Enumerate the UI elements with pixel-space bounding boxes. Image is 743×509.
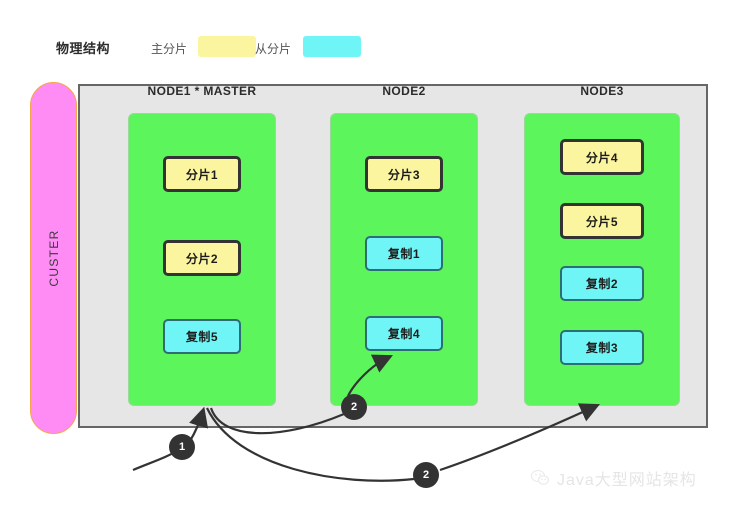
watermark: Java大型网站架构	[530, 466, 697, 490]
wechat-icon	[530, 469, 550, 485]
legend-label-replica-shard: 从分片	[255, 42, 292, 56]
watermark-text: Java大型网站架构	[557, 472, 697, 489]
replica-box-fuzhi2[interactable]: 复制2	[560, 266, 644, 301]
callout-badge-2a[interactable]: 2	[341, 394, 367, 420]
legend-title: 物理结构	[56, 41, 111, 56]
shard-box-fenpian3[interactable]: 分片3	[365, 156, 443, 192]
replica-box-fuzhi3[interactable]: 复制3	[560, 330, 644, 365]
legend-swatch-replica-shard	[303, 36, 361, 57]
node-3-title: NODE3	[580, 84, 624, 98]
node-2-body: 分片3 复制1 复制4	[330, 113, 478, 406]
cluster-container: CUSTER	[30, 82, 77, 434]
replica-box-fuzhi4[interactable]: 复制4	[365, 316, 443, 351]
replica-box-fuzhi1[interactable]: 复制1	[365, 236, 443, 271]
shard-box-fenpian2[interactable]: 分片2	[163, 240, 241, 276]
legend-swatch-primary-shard	[198, 36, 256, 57]
shard-box-fenpian1[interactable]: 分片1	[163, 156, 241, 192]
callout-badge-2b[interactable]: 2	[413, 462, 439, 488]
node-1-title: NODE1 * MASTER	[147, 84, 257, 98]
replica-box-fuzhi5[interactable]: 复制5	[163, 319, 241, 354]
node-1-body: 分片1 分片2 复制5	[128, 113, 276, 406]
shard-box-fenpian4[interactable]: 分片4	[560, 139, 644, 175]
shard-box-fenpian5[interactable]: 分片5	[560, 203, 644, 239]
node-2-title: NODE2	[382, 84, 426, 98]
legend-label-primary-shard: 主分片	[151, 42, 188, 56]
cluster-label: CUSTER	[46, 229, 61, 287]
callout-badge-1[interactable]: 1	[169, 434, 195, 460]
node-3-body: 分片4 分片5 复制2 复制3	[524, 113, 680, 406]
